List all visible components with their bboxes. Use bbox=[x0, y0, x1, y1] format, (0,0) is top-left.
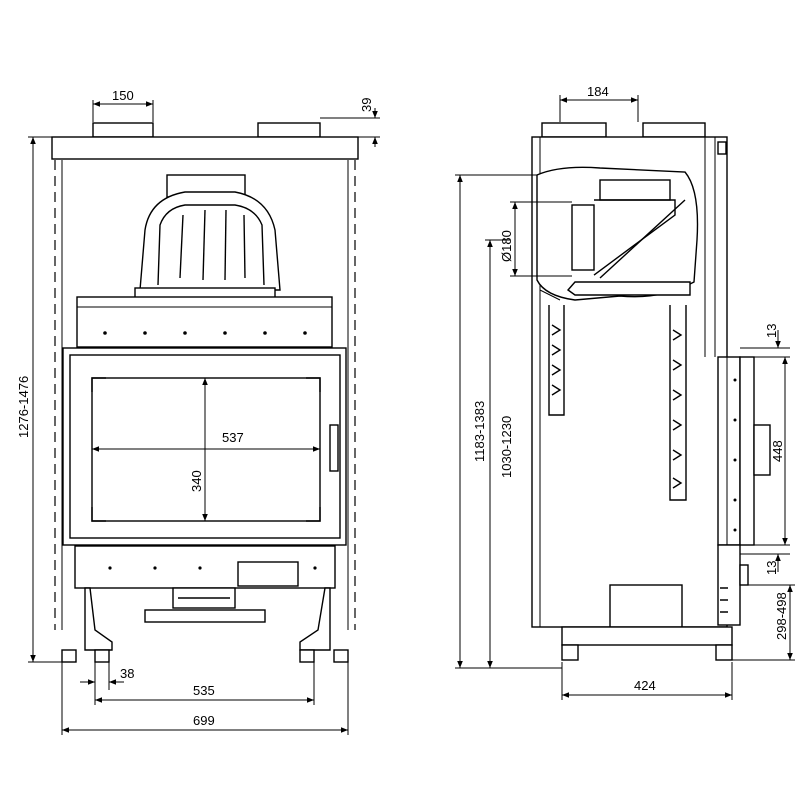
total-height-label: 1276-1476 bbox=[16, 376, 31, 438]
top-plate bbox=[51, 136, 359, 160]
side-flue-stub-left bbox=[541, 122, 607, 138]
side-vents-right bbox=[669, 305, 687, 501]
top-offset-label: 39 bbox=[359, 98, 374, 112]
glass-width-label: 537 bbox=[222, 430, 244, 445]
side-vents-left bbox=[548, 305, 565, 416]
flue-offset-label: 184 bbox=[587, 84, 609, 99]
convection-fan bbox=[134, 174, 281, 299]
side-convection-hood bbox=[536, 166, 699, 301]
side-door-handle bbox=[753, 424, 771, 476]
side-base-plate bbox=[561, 626, 733, 646]
base-height-label: 298-498 bbox=[774, 592, 789, 640]
door-top-gap-label: 13 bbox=[764, 324, 779, 338]
front-legs bbox=[61, 587, 349, 663]
leg-offset-label: 38 bbox=[120, 666, 134, 681]
height-b-label: 1030-1230 bbox=[499, 416, 514, 478]
depth-label: 424 bbox=[634, 678, 656, 693]
overall-width-label: 699 bbox=[193, 713, 215, 728]
ash-box bbox=[609, 584, 683, 628]
flue-stub-right bbox=[257, 122, 321, 138]
side-door bbox=[717, 356, 741, 546]
glass-height-label: 340 bbox=[189, 470, 204, 492]
door-bottom-gap-label: 13 bbox=[764, 561, 779, 575]
front-view: 537 340 150 39 bbox=[16, 88, 380, 735]
height-a-label: 1183-1383 bbox=[472, 401, 487, 462]
door-handle bbox=[329, 424, 339, 472]
flue-width-label: 150 bbox=[112, 88, 134, 103]
side-view: 184 Ø180 1183-1383 1030-1230 13 448 13 2 bbox=[455, 84, 795, 700]
side-flue-stub-right bbox=[642, 122, 706, 138]
door-height-label: 448 bbox=[770, 440, 785, 462]
inner-width-label: 535 bbox=[193, 683, 215, 698]
flue-stub-left bbox=[92, 122, 154, 138]
upper-frame bbox=[76, 296, 333, 348]
flue-diameter-label: Ø180 bbox=[499, 230, 514, 262]
frame-bolts bbox=[103, 331, 307, 335]
